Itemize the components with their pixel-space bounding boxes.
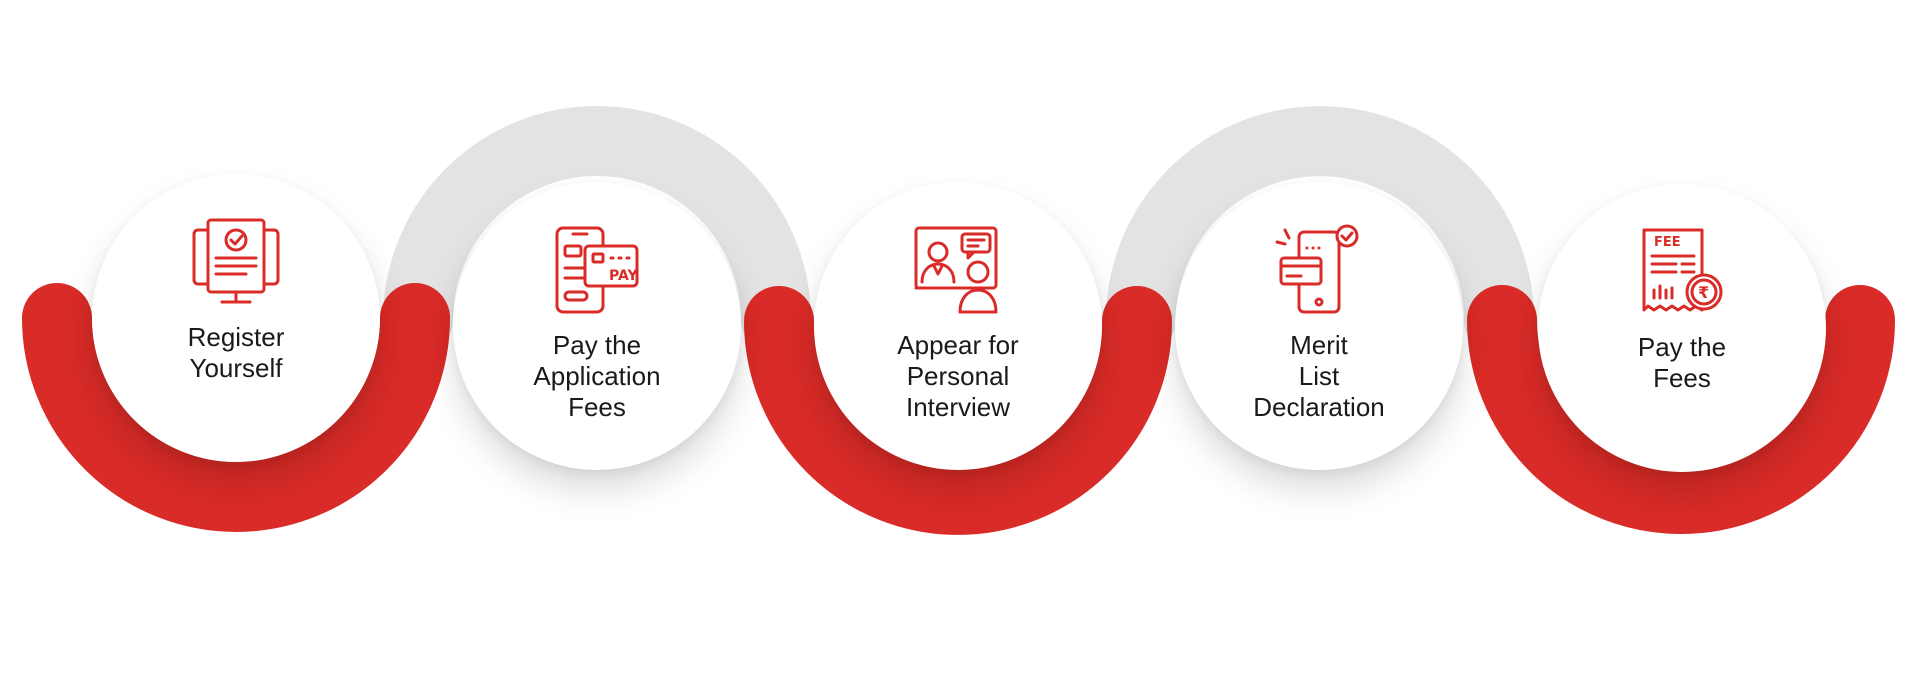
red-arc-5 bbox=[1467, 285, 1895, 534]
video-interview-icon bbox=[912, 224, 1004, 316]
step-register-yourself: Register Yourself bbox=[92, 174, 380, 462]
fee-receipt-rupee-icon: FEE ₹ bbox=[1636, 226, 1728, 318]
step-label: Register Yourself bbox=[187, 322, 285, 383]
step-pay-the-fees: FEE ₹ Pay the Fees bbox=[1538, 184, 1826, 472]
step-personal-interview: Appear for Personal Interview bbox=[814, 182, 1102, 470]
mobile-card-verified-icon bbox=[1273, 224, 1365, 316]
grey-arc-2 bbox=[383, 106, 811, 355]
step-label: Appear for Personal Interview bbox=[897, 330, 1019, 422]
mobile-pay-icon: PAY bbox=[551, 224, 643, 316]
step-label: Pay the Fees bbox=[1637, 332, 1727, 393]
step-merit-list-declaration: Merit List Declaration bbox=[1175, 182, 1463, 470]
red-arc-1 bbox=[22, 283, 450, 532]
step-label: Pay the Application Fees bbox=[533, 330, 661, 422]
step-label: Merit List Declaration bbox=[1253, 330, 1385, 422]
svg-text:FEE: FEE bbox=[1654, 235, 1681, 250]
svg-text:₹: ₹ bbox=[1698, 283, 1709, 302]
registration-monitor-icon bbox=[190, 216, 282, 308]
svg-text:PAY: PAY bbox=[609, 268, 638, 284]
red-arc-3 bbox=[744, 286, 1172, 535]
grey-arc-4 bbox=[1106, 106, 1534, 355]
step-pay-application-fees: PAY Pay the Application Fees bbox=[453, 182, 741, 470]
